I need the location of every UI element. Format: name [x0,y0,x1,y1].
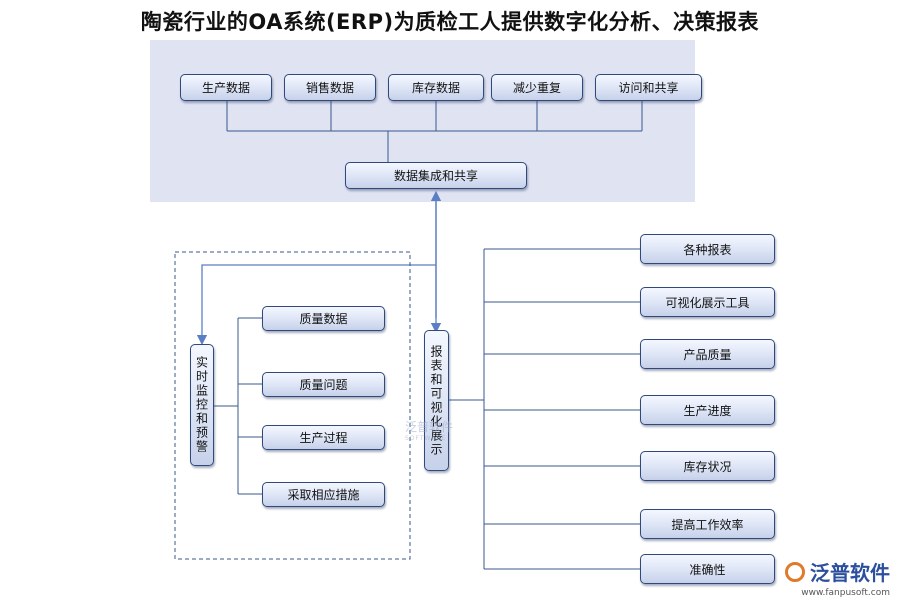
report-item-inventory-status: 库存状况 [640,451,775,481]
source-access-share: 访问和共享 [595,74,702,101]
center-watermark-sub: SOFTWARE [405,435,447,442]
monitor-item-quality-data: 质量数据 [262,306,385,331]
source-production-data: 生产数据 [180,74,272,101]
center-watermark: 泛普软件 SOFTWARE [405,418,453,442]
source-inventory-data: 库存数据 [388,74,484,101]
report-item-accuracy: 准确性 [640,554,775,584]
report-item-work-efficiency: 提高工作效率 [640,509,775,539]
monitor-item-take-measures: 采取相应措施 [262,482,385,507]
monitor-item-production-process: 生产过程 [262,425,385,450]
monitor-box: 实时监控和预警 [190,344,214,466]
brand-url: www.fanpusoft.com [801,588,890,598]
center-watermark-text: 泛普软件 [405,420,454,434]
brand-logo: 泛普软件 [785,557,890,586]
report-item-visualization-tools: 可视化展示工具 [640,287,775,317]
page-title: 陶瓷行业的OA系统(ERP)为质检工人提供数字化分析、决策报表 [140,10,760,34]
report-item-various-reports: 各种报表 [640,234,775,264]
monitor-item-quality-issues: 质量问题 [262,372,385,397]
report-item-product-quality: 产品质量 [640,339,775,369]
brand-logo-icon [785,561,805,582]
brand-logo-text: 泛普软件 [810,561,890,585]
source-sales-data: 销售数据 [284,74,376,101]
integration-box: 数据集成和共享 [345,162,527,189]
report-box: 报表和可视化展示 [424,330,449,471]
source-reduce-duplication: 减少重复 [491,74,583,101]
report-item-production-progress: 生产进度 [640,395,775,425]
